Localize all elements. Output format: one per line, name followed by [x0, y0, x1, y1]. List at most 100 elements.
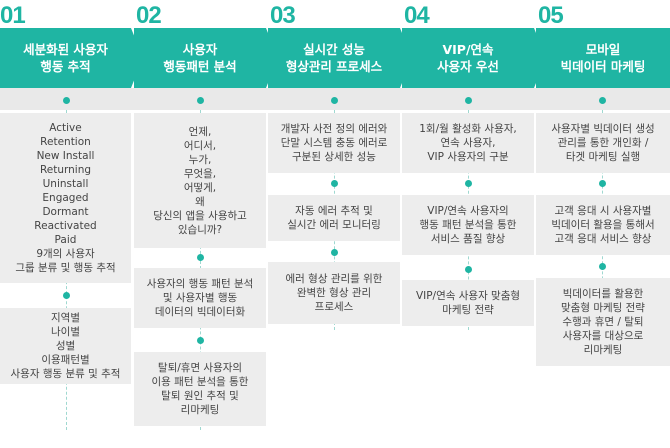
info-box-5-3: 빅데이터를 활용한 맞춤형 마케팅 전략 수행과 휴면 / 탈퇴 사용자를 대상… [536, 278, 670, 366]
step-header-2: 사용자 행동패턴 분석 [134, 28, 266, 88]
connector-dot [465, 266, 472, 273]
step-header-1: 세분화된 사용자 행동 추적 [0, 28, 131, 88]
info-box-1-2: 지역별 나이별 성별 이용패턴별 사용자 행동 분류 및 추적 [0, 308, 131, 384]
step-number-5: 05 [538, 2, 564, 29]
info-box-4-1: 1회/월 활성화 사용자, 연속 사용자, VIP 사용자의 구분 [402, 113, 534, 173]
step-number-1: 01 [0, 2, 26, 29]
box-line: 관리를 통한 개인화 / [557, 137, 649, 149]
box-line: 지역별 [51, 312, 80, 324]
step-header-4: VIP/연속 사용자 우선 [402, 28, 534, 88]
box-line: 9개의 사용자 [36, 248, 95, 260]
box-line: VIP/연속 사용자 맞춤형 [415, 290, 521, 302]
box-line: VIP 사용자의 구분 [427, 151, 509, 163]
box-line: 있습니까? [177, 223, 223, 236]
step-title-line: VIP/연속 [442, 42, 494, 57]
step-title-line: 사용자 [182, 42, 218, 57]
box-line: 리마케팅 [583, 344, 623, 356]
box-line: 빅데이터 활용을 통해서 [551, 219, 655, 231]
box-line: 이용패턴별 [41, 354, 90, 366]
box-line: 자동 에러 추적 및 [295, 205, 373, 217]
connector-dot [465, 180, 472, 187]
info-box-5-2: 고객 응대 시 사용자별 빅데이터 활용을 통해서 고객 응대 서비스 향상 [536, 195, 670, 255]
box-line: 맞춤형 마케팅 전략 [561, 302, 645, 314]
connector-dot [599, 97, 606, 104]
connector-dot [197, 337, 204, 344]
box-line: Reactivated [34, 220, 97, 232]
step-title-line: 세분화된 사용자 [23, 42, 108, 57]
connector-dot [599, 263, 606, 270]
connector-dot [197, 97, 204, 104]
box-line: Retention [40, 136, 91, 148]
info-box-5-1: 사용자별 빅데이터 생성 관리를 통한 개인화 / 타겟 마케팅 실행 [536, 113, 670, 173]
box-line: 사용자 행동 분류 및 추적 [10, 368, 121, 380]
info-box-3-1: 개발자 사전 정의 에러와 단말 시스템 충동 에러로 구분된 상세한 성능 [268, 113, 400, 173]
connector-dot [331, 97, 338, 104]
step-number-3: 03 [270, 2, 296, 29]
box-line: New Install [36, 150, 95, 162]
box-line: Dormant [42, 206, 89, 218]
box-line: 왜 [195, 195, 205, 208]
box-line: 빅데이터를 활용한 [562, 288, 644, 300]
box-line: 완벽한 형상 관리 [296, 287, 372, 299]
box-line: 구분된 상세한 성능 [292, 151, 376, 163]
box-line: 탈퇴/휴면 사용자의 [157, 362, 243, 374]
box-line: 나이별 [51, 326, 80, 338]
box-line: 리마케팅 [180, 404, 220, 416]
box-line: 프로세스 [314, 301, 354, 313]
box-line: Uninstall [42, 178, 89, 190]
box-line: 사용자별 빅데이터 생성 [551, 123, 655, 135]
box-line: 1회/월 활성화 사용자, [419, 123, 517, 135]
box-line: 누가, [188, 153, 212, 166]
connector-dot [465, 97, 472, 104]
step-number-2: 02 [136, 2, 162, 29]
info-box-4-3: VIP/연속 사용자 맞춤형 마케팅 전략 [402, 280, 534, 326]
step-title-line: 행동 추적 [40, 59, 91, 74]
box-line: 성별 [55, 340, 76, 352]
box-line: 사용자를 대상으로 [562, 330, 644, 342]
connector-dot [331, 180, 338, 187]
connector-dot [331, 249, 338, 256]
connector-dot [197, 254, 204, 261]
step-title-line: 사용자 우선 [437, 59, 499, 74]
box-line: 행동 패턴 분석을 통한 [419, 219, 517, 231]
box-line: 연속 사용자, [440, 137, 496, 149]
box-line: 탈퇴 원인 추적 및 [161, 390, 239, 402]
box-line: 고객 응대 서비스 향상 [554, 233, 652, 245]
step-title-line: 행동패턴 분석 [163, 59, 237, 74]
connector-dot [599, 180, 606, 187]
box-line: 어디서, [183, 139, 217, 152]
step-header-5: 모바일 빅데이터 마케팅 [536, 28, 670, 88]
info-box-2-2: 사용자의 행동 패턴 분석 및 사용자별 행동 데이터의 빅데이터화 [134, 268, 266, 328]
box-line: 서비스 품질 향상 [430, 233, 506, 245]
box-line: 무엇을, [183, 167, 217, 180]
box-line: 실시간 에러 모니터링 [287, 219, 381, 231]
info-box-2-3: 탈퇴/휴면 사용자의 이용 패턴 분석을 통한 탈퇴 원인 추적 및 리마케팅 [134, 352, 266, 426]
info-box-3-3: 에러 형상 관리를 위한 완벽한 형상 관리 프로세스 [268, 262, 400, 324]
box-line: 타겟 마케팅 실행 [565, 151, 641, 163]
step-title-line: 모바일 [585, 42, 621, 57]
info-box-3-2: 자동 에러 추적 및 실시간 에러 모니터링 [268, 195, 400, 241]
info-box-2-1: 언제, 어디서, 누가, 무엇을, 어떻게, 왜 당신의 앱을 사용하고 있습니… [134, 113, 266, 248]
box-line: Engaged [42, 192, 89, 204]
box-line: 수행과 휴면 / 탈퇴 [562, 316, 644, 328]
box-line: 고객 응대 시 사용자별 [554, 205, 652, 217]
box-line: 사용자의 행동 패턴 분석 [146, 278, 254, 290]
step-header-3: 실시간 성능 형상관리 프로세스 [268, 28, 400, 88]
box-line: 그룹 분류 및 행동 추적 [15, 262, 116, 274]
box-line: 이용 패턴 분석을 통한 [151, 376, 249, 388]
box-line: 단말 시스템 충동 에러로 [280, 137, 388, 149]
box-line: Returning [39, 164, 92, 176]
box-line: Paid [54, 234, 77, 246]
info-box-1-1: Active Retention New Install Returning U… [0, 113, 131, 283]
box-line: VIP/연속 사용자의 [427, 205, 509, 217]
step-title-line: 실시간 성능 [303, 42, 365, 57]
connector-dot [63, 97, 70, 104]
step-title-line: 빅데이터 마케팅 [560, 59, 646, 74]
info-box-4-2: VIP/연속 사용자의 행동 패턴 분석을 통한 서비스 품질 향상 [402, 195, 534, 255]
box-line: 마케팅 전략 [442, 304, 494, 316]
step-title-line: 형상관리 프로세스 [285, 59, 383, 74]
box-line: 에러 형상 관리를 위한 [285, 273, 383, 285]
box-line: 당신의 앱을 사용하고 [153, 209, 247, 222]
connector-dot [63, 292, 70, 299]
box-line: 및 사용자별 행동 [162, 292, 238, 304]
